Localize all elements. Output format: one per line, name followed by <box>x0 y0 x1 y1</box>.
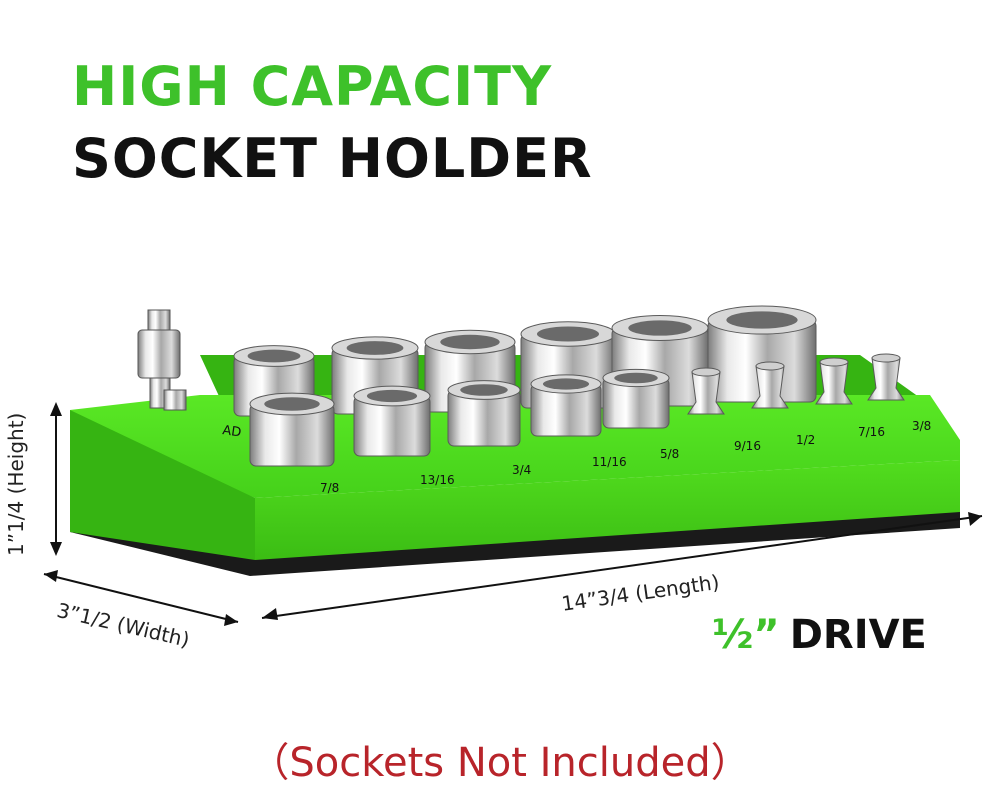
disclaimer-text: （Sockets Not Included） <box>249 740 751 786</box>
back-socket-5 <box>611 315 709 407</box>
back-socket-6 <box>707 305 817 403</box>
small-socket-2 <box>751 361 789 409</box>
holder-front-face <box>255 460 960 560</box>
drive-size-label: ½”DRIVE <box>712 612 927 658</box>
front-socket-4 <box>530 374 602 437</box>
holder-size-label: 11/16 <box>592 455 627 469</box>
holder-size-label: 5/8 <box>660 447 679 461</box>
holder-size-label: 3/4 <box>512 463 531 477</box>
front-socket-2 <box>353 385 431 457</box>
front-row-sockets <box>249 353 905 467</box>
front-socket-1 <box>249 392 335 467</box>
small-socket-3 <box>815 357 853 405</box>
height-dimension-label: 1”1/4 (Height) <box>4 412 28 556</box>
holder-size-labels: 7/8 13/16 3/4 11/16 5/8 9/16 1/2 7/16 3/8 <box>320 419 931 495</box>
drive-fraction: ½” <box>712 612 780 658</box>
small-socket-1 <box>687 367 725 415</box>
drive-text: DRIVE <box>789 612 927 658</box>
holder-label-adapter: AD <box>221 423 242 440</box>
adapter-tool <box>137 309 187 411</box>
headline-high-capacity: HIGH CAPACITY <box>72 55 553 118</box>
holder-size-label: 13/16 <box>420 473 455 487</box>
holder-size-label: 3/8 <box>912 419 931 433</box>
holder-size-label: 7/8 <box>320 481 339 495</box>
front-socket-5 <box>602 368 670 429</box>
front-socket-3 <box>447 380 521 447</box>
headline-socket-holder: SOCKET HOLDER <box>72 127 593 190</box>
holder-size-label: 7/16 <box>858 425 885 439</box>
dimension-arrows <box>43 402 983 626</box>
holder-size-label: 9/16 <box>734 439 761 453</box>
holder-side-face <box>70 410 255 560</box>
small-socket-4 <box>867 353 905 401</box>
holder-size-label: 1/2 <box>796 433 815 447</box>
